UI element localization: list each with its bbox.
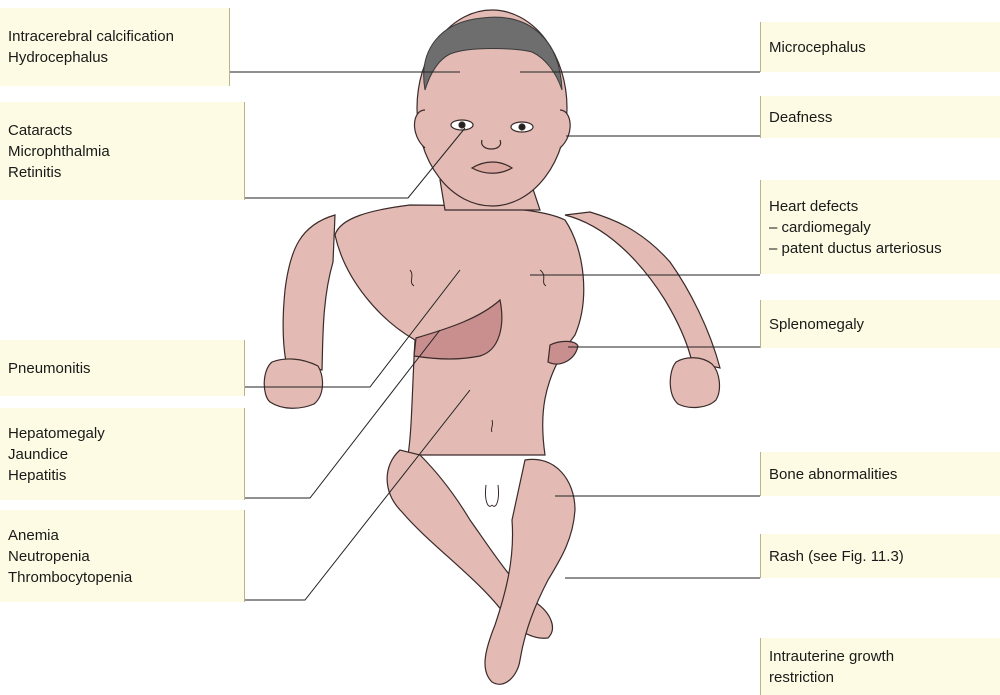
label-line: Retinitis bbox=[8, 162, 244, 183]
left-arm bbox=[283, 215, 335, 370]
label-line: Microphthalmia bbox=[8, 141, 244, 162]
label-deafness: Deafness bbox=[760, 96, 1000, 138]
label-intracerebral-calcification: Intracerebral calcification Hydrocephalu… bbox=[0, 8, 230, 86]
label-line: Microcephalus bbox=[769, 37, 1000, 58]
label-heart-defects: Heart defects – cardiomegaly – patent du… bbox=[760, 180, 1000, 274]
left-ear bbox=[414, 110, 425, 148]
label-bone-abnormalities: Bone abnormalities bbox=[760, 452, 1000, 496]
label-line: restriction bbox=[769, 667, 1000, 688]
label-microcephalus: Microcephalus bbox=[760, 22, 1000, 72]
label-line: Hydrocephalus bbox=[8, 47, 229, 68]
label-line: Deafness bbox=[769, 107, 1000, 128]
label-eye-defects: Cataracts Microphthalmia Retinitis bbox=[0, 102, 245, 200]
label-line: Cataracts bbox=[8, 120, 244, 141]
label-line: Hepatomegaly bbox=[8, 423, 244, 444]
label-line: Thrombocytopenia bbox=[8, 567, 244, 588]
label-line: Splenomegaly bbox=[769, 314, 1000, 335]
label-line: Neutropenia bbox=[8, 546, 244, 567]
label-splenomegaly: Splenomegaly bbox=[760, 300, 1000, 348]
label-line: Intracerebral calcification bbox=[8, 26, 229, 47]
label-line: Heart defects bbox=[769, 196, 1000, 217]
label-pneumonitis: Pneumonitis bbox=[0, 340, 245, 396]
label-line: Bone abnormalities bbox=[769, 464, 1000, 485]
label-line: – cardiomegaly bbox=[769, 217, 1000, 238]
label-liver-effects: Hepatomegaly Jaundice Hepatitis bbox=[0, 408, 245, 500]
label-blood-effects: Anemia Neutropenia Thrombocytopenia bbox=[0, 510, 245, 602]
left-pupil bbox=[459, 122, 465, 128]
left-hand bbox=[264, 359, 322, 408]
label-line: – patent ductus arteriosus bbox=[769, 238, 1000, 259]
label-intrauterine-growth-restriction: Intrauterine growth restriction bbox=[760, 638, 1000, 695]
spleen-organ bbox=[548, 341, 578, 364]
label-line: Pneumonitis bbox=[8, 358, 244, 379]
right-ear bbox=[560, 110, 570, 148]
label-rash: Rash (see Fig. 11.3) bbox=[760, 534, 1000, 578]
right-hand bbox=[670, 358, 719, 408]
right-arm bbox=[565, 212, 720, 368]
right-pupil bbox=[519, 124, 525, 130]
label-line: Rash (see Fig. 11.3) bbox=[769, 546, 1000, 567]
label-line: Intrauterine growth bbox=[769, 646, 1000, 667]
label-line: Anemia bbox=[8, 525, 244, 546]
label-line: Jaundice bbox=[8, 444, 244, 465]
label-line: Hepatitis bbox=[8, 465, 244, 486]
